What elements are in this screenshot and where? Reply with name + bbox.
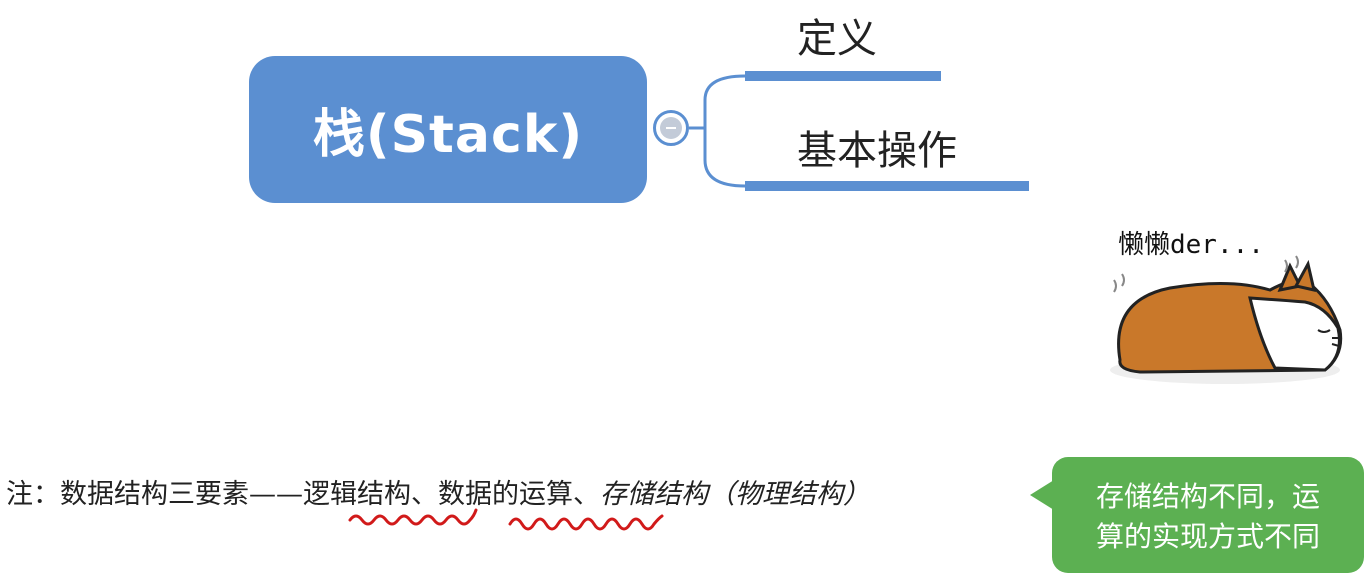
central-node-label: 栈(Stack) xyxy=(312,105,584,165)
note-separator-2: 、 xyxy=(573,479,600,510)
sticker-caption: 懒懒der... xyxy=(1118,230,1264,260)
branch-label-definition[interactable]: 定义 xyxy=(797,16,877,62)
callout-arrow xyxy=(1030,480,1054,510)
central-node-stack[interactable]: 栈(Stack) xyxy=(249,56,647,203)
branch-underline-definition xyxy=(745,71,941,81)
squiggle-underline-logical xyxy=(348,508,478,526)
collapse-toggle-button[interactable] xyxy=(653,110,689,146)
note-storage-structure: 存储结构（物理结构） xyxy=(600,479,870,510)
callout-line-1: 存储结构不同，运 xyxy=(1095,480,1320,513)
callout-box: 存储结构不同，运 算的实现方式不同 xyxy=(1052,457,1364,573)
sleeping-corgi-icon xyxy=(1110,255,1343,384)
branch-underline-operations xyxy=(745,181,1029,191)
note-text: 注：数据结构三要素——逻辑结构、数据的运算、存储结构（物理结构） xyxy=(6,472,870,511)
note-logical-structure: 逻辑结构 xyxy=(303,479,411,510)
squiggle-underline-operations xyxy=(508,514,664,531)
note-separator-1: 、 xyxy=(411,479,438,510)
note-data-operations: 数据的运算 xyxy=(438,479,573,510)
minus-icon xyxy=(660,117,682,139)
branch-label-operations[interactable]: 基本操作 xyxy=(797,128,957,174)
callout-line-2: 算的实现方式不同 xyxy=(1095,520,1320,553)
note-prefix: 注：数据结构三要素—— xyxy=(6,479,303,510)
